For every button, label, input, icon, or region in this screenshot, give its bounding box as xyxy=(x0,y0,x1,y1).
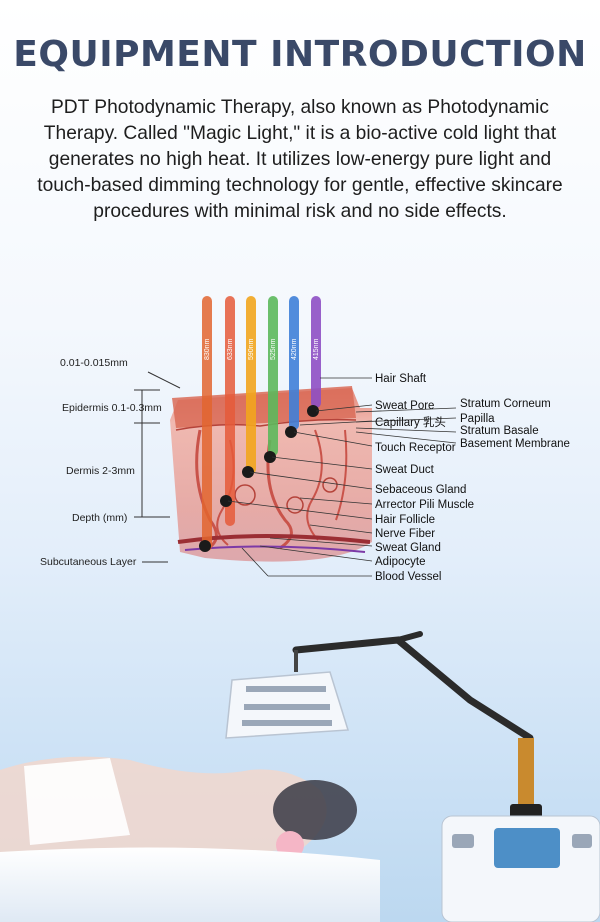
beam-590 xyxy=(246,296,256,474)
label-sweat-pore: Sweat Pore xyxy=(375,400,434,412)
label-sebaceous-gland: Sebaceous Gland xyxy=(375,484,466,496)
patient-illustration xyxy=(0,756,380,922)
depth-scale xyxy=(134,371,181,563)
beam-label-633: 633nm xyxy=(227,338,234,360)
beam-830 xyxy=(202,296,212,551)
beam-525 xyxy=(268,296,278,456)
label-thickness: 0.01-0.015mm xyxy=(60,357,128,369)
light-panel xyxy=(225,671,349,739)
label-sweat-duct: Sweat Duct xyxy=(375,464,435,476)
label-hair-follicle: Hair Follicle xyxy=(375,514,435,526)
label-sweat-gland: Sweat Gland xyxy=(375,542,441,554)
device-scene xyxy=(0,631,600,922)
beam-label-420: 420nm xyxy=(291,338,298,360)
label-capillary: Capillary 乳头 xyxy=(375,416,446,429)
page-title: EQUIPMENT INTRODUCTION xyxy=(13,34,587,75)
label-touch-receptor: Touch Receptor xyxy=(375,442,456,454)
skin-diagram: 830nm 633nm 590nm 525nm 420nm 415nm 0.01… xyxy=(40,296,570,583)
beam-420 xyxy=(289,296,299,430)
beam-label-590: 590nm xyxy=(248,338,255,360)
label-depth: Depth (mm) xyxy=(72,512,127,524)
beam-label-830: 830nm xyxy=(204,338,211,360)
label-papilla: Papilla xyxy=(460,413,495,425)
beam-label-525: 525nm xyxy=(270,338,277,360)
intro-paragraph: PDT Photodynamic Therapy, also known as … xyxy=(37,97,563,222)
beam-label-415: 415nm xyxy=(313,338,320,360)
label-adipocyte: Adipocyte xyxy=(375,556,426,568)
label-stratum-corneum: Stratum Corneum xyxy=(460,398,551,410)
depth-markers xyxy=(199,405,319,552)
label-arrector-pili: Arrector Pili Muscle xyxy=(375,499,474,511)
label-hair-shaft: Hair Shaft xyxy=(375,373,427,385)
label-basement-membrane: Basement Membrane xyxy=(460,438,570,450)
device-console xyxy=(441,815,600,922)
label-nerve-fiber: Nerve Fiber xyxy=(375,528,435,540)
label-dermis: Dermis 2-3mm xyxy=(66,465,135,477)
leader-lines xyxy=(227,377,457,577)
light-beams: 830nm 633nm 590nm 525nm 420nm 415nm xyxy=(202,296,321,551)
label-epidermis: Epidermis 0.1-0.3mm xyxy=(62,402,162,414)
label-subcutaneous: Subcutaneous Layer xyxy=(40,556,137,568)
label-stratum-basale: Stratum Basale xyxy=(460,425,539,437)
label-blood-vessel: Blood Vessel xyxy=(375,571,442,583)
beam-415 xyxy=(311,296,321,408)
beam-633 xyxy=(225,296,235,526)
